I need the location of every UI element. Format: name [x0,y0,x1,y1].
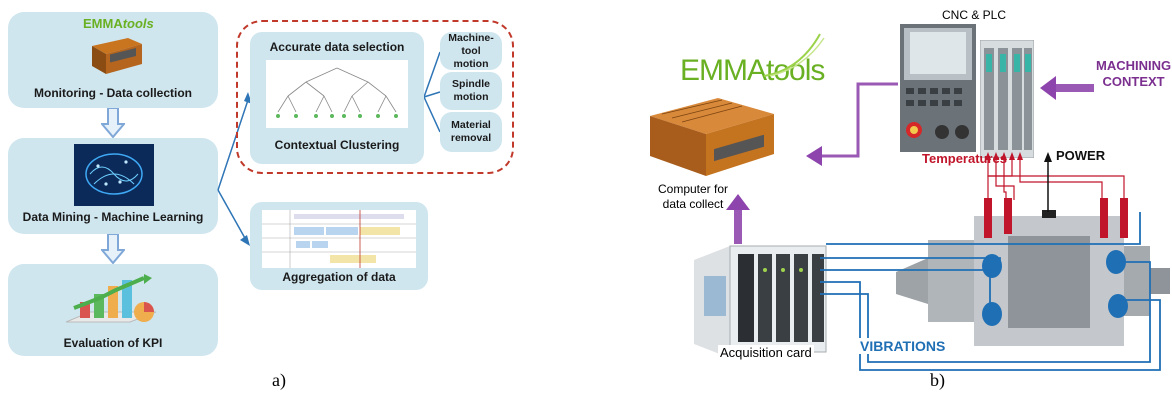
timeline-table-icon [262,210,416,268]
machining-context-label: MACHINING CONTEXT [1096,58,1172,89]
vibrations-label: VIBRATIONS [858,338,948,354]
output-machine-tool-motion: Machine-tool motion [440,32,502,70]
arrow-monitoring-to-mining [101,108,125,138]
emmatools-logo: EMMAtools [680,54,825,87]
clustering-box: Accurate data selection Contextual Clust… [250,32,424,164]
selection-title: Accurate data selection [269,40,405,54]
kpi-box: Evaluation of KPI [8,264,218,356]
cnc-label: CNC & PLC [942,8,1007,22]
mining-label: Data Mining - Machine Learning [22,210,204,224]
kpi-chart-icon [65,274,157,323]
power-label: POWER [1056,148,1106,163]
aggregation-label: Aggregation of data [282,270,396,284]
caption-a: a) [272,370,286,390]
aggregation-box: Aggregation of data [250,202,428,290]
computer-label: Computer for data collect [657,182,729,211]
acquisition-label: Acquisition card [718,345,814,360]
monitoring-label: Monitoring - Data collection [34,86,192,100]
emmatools-logo-small: EMMAtools [83,16,154,31]
plc-rack-icon [980,40,1034,158]
logo-swoosh-icon [763,33,825,77]
computer-device-icon [650,98,774,176]
context-dashed-region [236,20,514,174]
kpi-label: Evaluation of KPI [63,336,163,350]
cluster-tree-icon [266,60,408,128]
monitoring-box: EMMAtools Monitoring - Data collection [8,12,218,108]
temperatures-label: Temperatures [922,151,1008,166]
clustering-label: Contextual Clustering [274,138,400,152]
mining-box: Data Mining - Machine Learning [8,138,218,234]
cnc-panel-icon [900,24,976,152]
output-spindle-motion: Spindle motion [440,72,502,110]
arrow-mining-to-kpi [101,234,125,264]
acquisition-card-icon [694,245,827,358]
caption-b: b) [930,370,945,390]
brain-network-icon [74,144,154,206]
data-collector-device-icon [92,38,142,74]
output-material-removal: Material removal [440,112,502,152]
